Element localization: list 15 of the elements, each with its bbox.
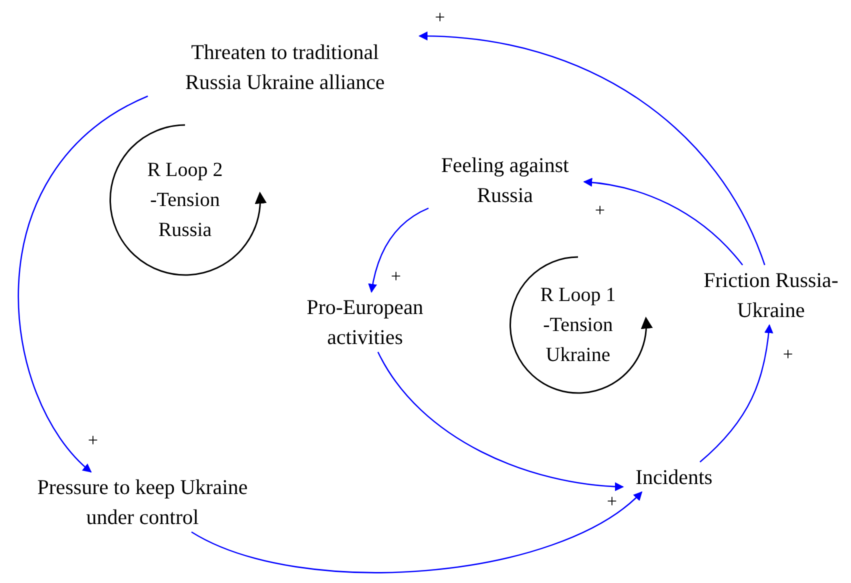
arrow	[418, 32, 766, 266]
arrow	[700, 324, 774, 462]
variable-label: Incidents	[636, 464, 712, 491]
arrow	[368, 208, 429, 293]
arrow	[377, 352, 624, 491]
variable-label: Feeling against Russia	[440, 152, 570, 209]
variable-label: Pressure to keep Ukraine under control	[36, 474, 249, 531]
loop-label: R Loop 1 -Tension Ukraine	[539, 283, 617, 368]
arrow	[18, 96, 148, 473]
arrow	[191, 491, 642, 574]
variable-label: Friction Russia-Ukraine	[702, 267, 840, 324]
variable-label: Pro-European activities	[306, 294, 424, 351]
loop-label: R Loop 2 -Tension Russia	[146, 158, 224, 243]
arrow	[583, 178, 744, 266]
variable-label: Threaten to traditional Russia Ukraine alliance	[184, 39, 386, 96]
